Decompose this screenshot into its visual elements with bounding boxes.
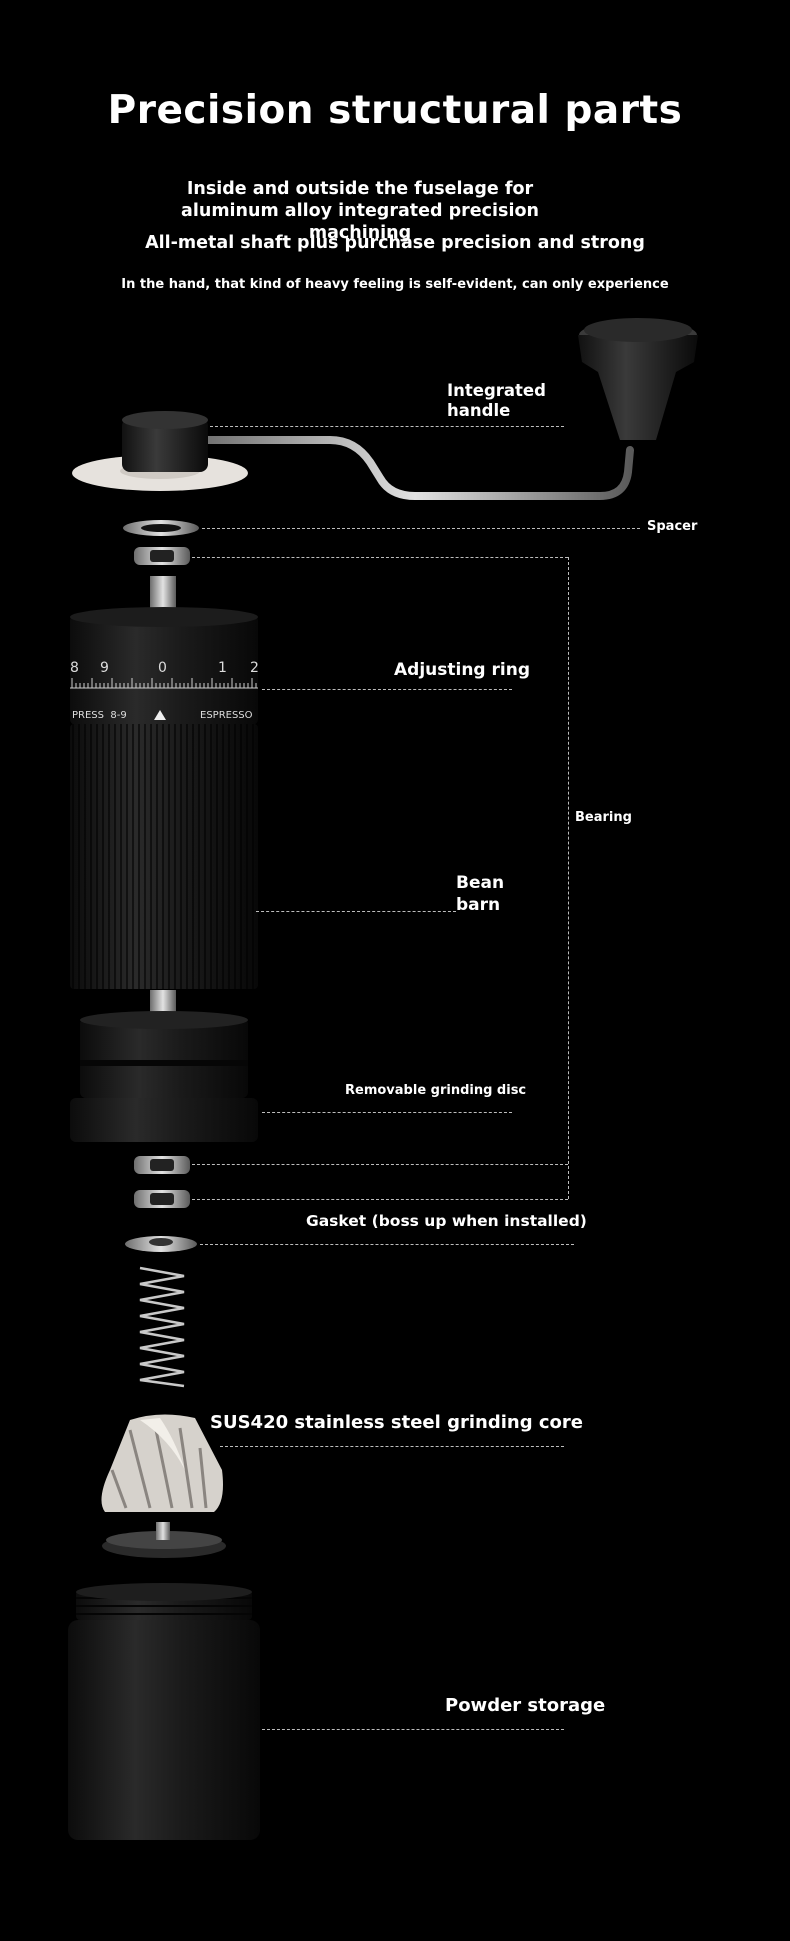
label-spacer: Spacer	[647, 519, 698, 534]
handle-knob	[578, 318, 698, 440]
dial-number: 2	[250, 660, 259, 676]
leader-grinding-disc	[262, 1112, 512, 1113]
leader-bean-barn	[256, 911, 456, 912]
dial-mark-right: ESPRESSO 1-	[200, 710, 253, 721]
dial-number: 8	[70, 660, 79, 676]
label-grinding-disc: Removable grinding disc	[345, 1083, 527, 1098]
subtitle-line-2: All-metal shaft plus purchase precision …	[145, 233, 645, 253]
page-title: Precision structural parts	[107, 88, 683, 133]
leader-bearing-top	[192, 557, 568, 558]
label-powder-storage: Powder storage	[445, 1695, 606, 1716]
subtitle-line-3: In the hand, that kind of heavy feeling …	[121, 277, 669, 292]
body-main	[70, 607, 258, 989]
grinding-core	[101, 1414, 223, 1512]
label-bearing: Bearing	[575, 810, 632, 825]
powder-cup	[68, 1583, 260, 1840]
subtitle-line-1: Inside and outside the fuselage for alum…	[181, 179, 539, 243]
leader-spacer	[202, 528, 640, 529]
label-integrated-handle: Integrated handle	[447, 381, 546, 420]
grinding-disc-housing	[70, 1011, 258, 1142]
dial-number: 0	[158, 660, 167, 676]
label-bean-barn: Bean barn	[456, 873, 505, 915]
leader-handle	[210, 426, 564, 427]
crank-arm	[196, 436, 634, 500]
leader-gasket	[200, 1244, 574, 1245]
dial-number: 1	[218, 660, 227, 676]
label-grinding-core: SUS420 stainless steel grinding core	[210, 1412, 583, 1433]
label-gasket: Gasket (boss up when installed)	[306, 1212, 587, 1230]
leader-bearing-middle	[192, 1164, 568, 1165]
dial-mark-left: PRESS 8-9	[72, 710, 127, 721]
spring	[139, 1266, 185, 1388]
label-adjusting-ring: Adjusting ring	[394, 660, 530, 680]
leader-adjusting-ring	[262, 689, 512, 690]
leader-grinding-core	[220, 1446, 564, 1447]
dial-number: 9	[100, 660, 109, 676]
dial-numbers: 8 9 0 1 2	[70, 660, 259, 680]
leader-powder-storage	[262, 1729, 564, 1730]
handle-hub	[122, 418, 208, 472]
leader-bearing-vertical	[568, 557, 569, 1199]
leader-bearing-bottom	[192, 1199, 568, 1200]
